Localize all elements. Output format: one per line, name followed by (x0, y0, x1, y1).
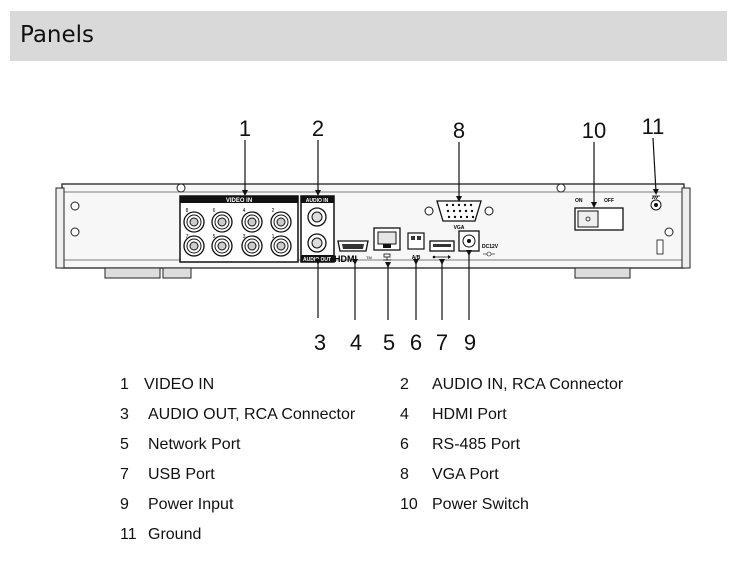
switch-on-label: ON (575, 198, 583, 204)
vga-pin (457, 203, 461, 207)
bnc-connector (270, 235, 292, 257)
vga-pin (446, 209, 450, 213)
callout-numbers: 1 2 3 4 5 6 7 8 9 10 11 (239, 114, 665, 355)
vga-pin (465, 215, 469, 219)
bnc-connector-group (183, 211, 292, 257)
network-port (373, 227, 401, 261)
vga-pin (453, 215, 457, 219)
vga-pin (471, 215, 475, 219)
usb-port (429, 240, 455, 259)
network-icon (383, 253, 391, 261)
hdmi-port: HDMI TM (334, 240, 372, 264)
audio-block: AUDIO IN AUDIO OUT (300, 195, 335, 263)
section-header: Panels (10, 11, 727, 61)
callout-number: 8 (453, 118, 465, 143)
video-in-block: VIDEO IN 8 6 4 2 7 5 3 1 (179, 195, 299, 263)
bnc-connector (241, 211, 263, 233)
page-title: Panels (20, 22, 95, 48)
video-port-number: 8 (186, 208, 189, 214)
audio-out-label: AUDIO OUT (303, 257, 331, 263)
usb-icon (432, 255, 451, 259)
video-port-number: 1 (272, 234, 275, 240)
vga-pin (470, 209, 474, 213)
callout-number: 4 (350, 330, 362, 355)
vga-pin (458, 209, 462, 213)
bnc-connector (211, 235, 233, 257)
video-port-number: 3 (243, 234, 246, 240)
ground-terminal (650, 195, 664, 255)
hdmi-trademark: TM (366, 255, 372, 260)
ab-label: A/B (412, 255, 421, 261)
bnc-connector (241, 235, 263, 257)
hdmi-logo: HDMI (334, 254, 357, 264)
vga-label: VGA (454, 225, 465, 231)
vga-pin (447, 215, 451, 219)
vga-pin (459, 215, 463, 219)
video-in-label: VIDEO IN (226, 198, 252, 204)
callout-number: 10 (582, 118, 606, 143)
callout-number: 5 (383, 330, 395, 355)
bnc-connector (211, 211, 233, 233)
vga-pin (452, 209, 456, 213)
screw-icon (70, 183, 674, 237)
video-port-number: 2 (272, 208, 275, 214)
video-port-number: 7 (186, 234, 189, 240)
callout-number: 2 (312, 116, 324, 141)
bnc-connector (270, 211, 292, 233)
device-chassis (55, 183, 691, 279)
callout-leaders (242, 137, 659, 320)
vga-port: VGA (424, 200, 494, 231)
polarity-icon (483, 251, 495, 257)
ground-icon (651, 195, 660, 200)
bnc-connector (183, 211, 205, 233)
vga-pins (445, 203, 475, 219)
rs485-port: A/B (407, 232, 425, 261)
vga-pin (463, 203, 467, 207)
bnc-connector (183, 235, 205, 257)
switch-off-label: OFF (604, 198, 614, 204)
video-port-number: 6 (213, 208, 216, 214)
audio-in-label: AUDIO IN (306, 198, 329, 204)
video-port-number: 4 (243, 208, 246, 214)
vga-pin (445, 203, 449, 207)
vga-pin (464, 209, 468, 213)
callout-number: 1 (239, 116, 251, 141)
vga-pin (451, 203, 455, 207)
callout-number: 11 (642, 114, 665, 139)
callout-number: 6 (410, 330, 422, 355)
callout-number: 9 (464, 330, 476, 355)
vga-pin (469, 203, 473, 207)
dc12v-label: DC12V (482, 244, 499, 250)
video-port-number: 5 (213, 234, 216, 240)
callout-number: 7 (436, 330, 448, 355)
callout-number: 3 (314, 330, 326, 355)
power-switch: ON OFF (574, 198, 624, 231)
